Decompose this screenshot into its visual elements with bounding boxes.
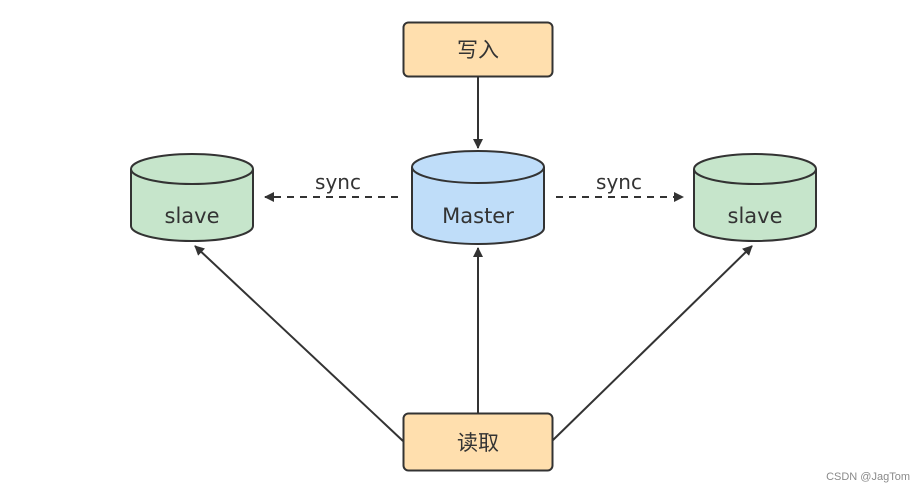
master-cylinder-top [411, 150, 545, 184]
edge-read-to-slave-left [194, 245, 404, 442]
read-label: 读取 [457, 431, 499, 455]
watermark: CSDN @JagTom [826, 471, 910, 483]
edges [194, 77, 753, 442]
write-box [402, 21, 554, 78]
master-cylinder-body [411, 167, 545, 245]
slave-right-node: slave [693, 153, 817, 242]
write-node: 写入 [402, 21, 554, 78]
master-node: Master [411, 150, 545, 245]
slave-left-cylinder-top [130, 153, 254, 185]
slave-right-cylinder-body [693, 169, 817, 242]
sync-label-right: sync [596, 170, 642, 194]
slave-right-label: slave [728, 204, 783, 228]
write-label: 写入 [457, 38, 499, 62]
read-node: 读取 [402, 412, 554, 472]
sync-label-left: sync [315, 170, 361, 194]
master-label: Master [442, 204, 514, 228]
slave-left-label: slave [165, 204, 220, 228]
slave-left-node: slave [130, 153, 254, 242]
read-box [402, 412, 554, 472]
slave-right-cylinder-top [693, 153, 817, 185]
slave-left-cylinder-body [130, 169, 254, 242]
edge-read-to-slave-right [551, 245, 753, 442]
